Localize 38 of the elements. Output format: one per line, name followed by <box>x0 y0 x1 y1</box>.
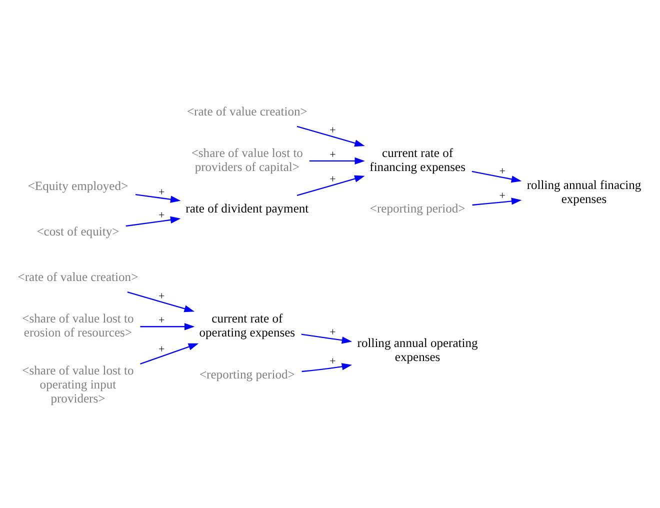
node-text: <reporting period> <box>370 202 466 216</box>
node-text: <Equity employed> <box>28 178 128 193</box>
node-text: <rate of value creation> <box>186 104 308 118</box>
node-text: <reporting period> <box>199 367 295 382</box>
arrow <box>126 216 181 227</box>
edge-label: + <box>158 290 165 302</box>
arrow <box>472 170 522 183</box>
arrow <box>140 323 195 330</box>
node-text: rate of divident payment <box>186 202 309 216</box>
node-text: current rate of operating expenses <box>199 312 296 340</box>
edge-label: + <box>499 190 506 202</box>
edge-label: + <box>330 173 336 186</box>
arrow <box>135 194 181 203</box>
arrow <box>309 157 365 165</box>
node-text: <cost of equity> <box>36 224 120 238</box>
node-text: <share of value lost to operating input providers> <box>22 363 134 406</box>
edge-label: + <box>158 344 165 356</box>
node-text: <rate of value creation> <box>18 270 138 284</box>
edge-label: + <box>158 186 165 199</box>
arrow <box>127 292 195 312</box>
node-text: rolling annual finacing expenses <box>526 178 642 206</box>
edge-label: + <box>158 314 165 327</box>
edge-label: + <box>330 124 336 137</box>
arrow <box>472 198 522 206</box>
node-text: rolling annual operating expenses <box>357 336 478 364</box>
edge-label: + <box>330 355 336 368</box>
edge-label: + <box>499 165 506 178</box>
arrow <box>140 343 199 364</box>
edge-label: + <box>158 209 165 222</box>
arrow <box>301 334 352 344</box>
edge-label: + <box>330 326 336 338</box>
node-text: <share of value lost to erosion of resources> <box>22 312 134 340</box>
node-text: <share of value lost to providers of capital> <box>191 146 303 174</box>
arrow <box>302 363 352 372</box>
arrow <box>296 175 365 196</box>
arrow <box>296 126 365 147</box>
edge-label: + <box>330 148 336 161</box>
node-text: current rate of financing expenses <box>370 146 466 174</box>
